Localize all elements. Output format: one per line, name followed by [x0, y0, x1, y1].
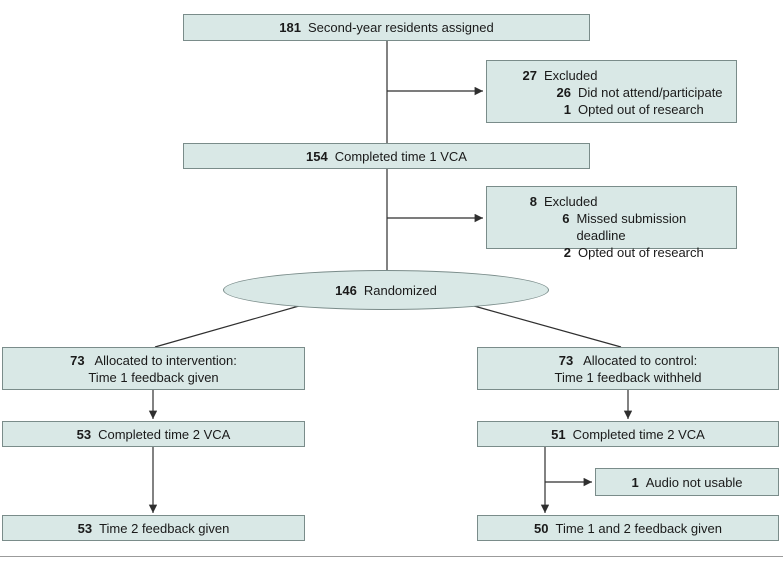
box-label: Missed submission deadline [576, 211, 687, 243]
count: 154 [306, 148, 328, 164]
box-excluded-2: 8 Excluded 6 Missed submission deadline … [486, 186, 737, 260]
box-line-1: 73 Allocated to control: [559, 352, 698, 369]
box-label: Allocated to intervention: [94, 352, 237, 368]
count: 73 [70, 352, 85, 368]
box-label: Time 1 and 2 feedback given [555, 520, 722, 536]
box-completed-time1-vca: 154 Completed time 1 VCA [183, 143, 590, 169]
count: 6 [562, 211, 570, 226]
count: 50 [534, 520, 549, 536]
count: 26 [556, 85, 571, 100]
box-excluded-1: 27 Excluded 26 Did not attend/participat… [486, 60, 737, 123]
box-line-1: 73 Allocated to intervention: [70, 352, 237, 369]
box-label: Excluded [544, 68, 598, 83]
box-label: Second-year residents assigned [307, 20, 494, 35]
box-label: Excluded [544, 194, 598, 209]
count: 73 [558, 352, 574, 368]
count: 27 [522, 68, 537, 83]
count: 2 [563, 245, 571, 260]
count: 8 [529, 194, 537, 209]
exclusion-row: 1 Opted out of research [487, 101, 736, 118]
box-feedback-intervention: 53 Time 2 feedback given [2, 515, 305, 541]
box-allocated-intervention: 73 Allocated to intervention: Time 1 fee… [2, 347, 305, 390]
box-line-2: Time 1 feedback given [88, 369, 219, 385]
exclusion-row: 27 Excluded [487, 67, 736, 84]
box-label: Did not attend/participate [578, 85, 723, 100]
ellipse-randomized: 146 Randomized [223, 270, 549, 310]
box-completed-time2-control: 51 Completed time 2 VCA [477, 421, 779, 447]
box-label: Time 2 feedback given [99, 520, 230, 536]
connector-randomized-to-control [473, 305, 622, 348]
box-label: Completed time 1 VCA [334, 148, 467, 164]
box-completed-time2-intervention: 53 Completed time 2 VCA [2, 421, 305, 447]
box-label: Completed time 2 VCA [98, 426, 231, 442]
count: 181 [279, 20, 301, 35]
count: 1 [563, 102, 571, 117]
box-label: Allocated to control: [583, 352, 698, 368]
exclusion-row: 2 Opted out of research [487, 244, 736, 261]
count: 53 [76, 426, 92, 442]
box-label: Opted out of research [578, 102, 704, 117]
exclusion-row: 8 Excluded [487, 193, 736, 210]
count: 1 [631, 474, 639, 490]
box-allocated-control: 73 Allocated to control: Time 1 feedback… [477, 347, 779, 390]
box-audio-not-usable: 1 Audio not usable [595, 468, 779, 496]
box-residents-assigned: 181 Second-year residents assigned [183, 14, 590, 41]
exclusion-row: 6 Missed submission deadline [487, 210, 736, 244]
count: 53 [77, 520, 93, 536]
count: 146 [335, 282, 357, 298]
exclusion-row: 26 Did not attend/participate [487, 84, 736, 101]
box-label: Randomized [363, 282, 437, 298]
box-label: Opted out of research [578, 245, 704, 260]
figure-bottom-rule [0, 556, 783, 557]
connector-randomized-to-intervention [154, 305, 300, 348]
box-line-2: Time 1 feedback withheld [554, 369, 702, 385]
box-label: Completed time 2 VCA [572, 426, 705, 442]
box-label: Audio not usable [645, 474, 743, 490]
box-feedback-control: 50 Time 1 and 2 feedback given [477, 515, 779, 541]
count: 51 [551, 426, 566, 442]
